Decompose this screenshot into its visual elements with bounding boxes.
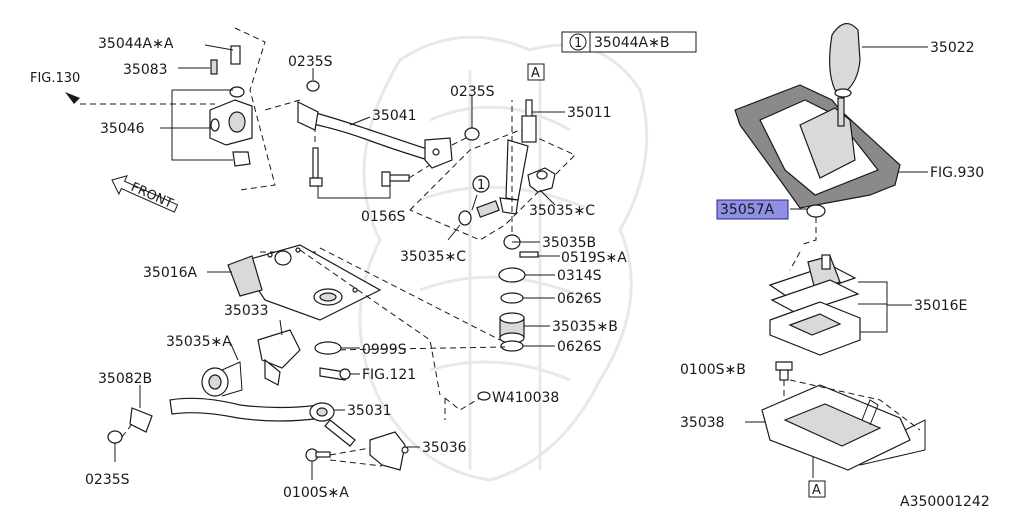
- label-0626s-bot[interactable]: 0626S: [557, 339, 602, 355]
- pin-35083: [210, 59, 218, 75]
- ref-box-a-bottom: [808, 480, 826, 498]
- ref-a-top-label: A: [531, 66, 540, 81]
- label-35038[interactable]: 35038: [680, 415, 725, 431]
- label-0999s[interactable]: 0999S: [362, 342, 407, 358]
- label-0156s[interactable]: 0156S: [361, 209, 406, 225]
- bracket-assembly: [65, 27, 276, 191]
- label-0626s-top[interactable]: 0626S: [557, 291, 602, 307]
- clip-w410038: [477, 391, 491, 401]
- label-35082b[interactable]: 35082B: [98, 371, 152, 387]
- label-0314s[interactable]: 0314S: [557, 268, 602, 284]
- label-0235s-bot[interactable]: 0235S: [85, 472, 130, 488]
- label-35046[interactable]: 35046: [100, 121, 145, 137]
- grommet-35057a: [806, 204, 826, 218]
- label-35044a-a[interactable]: 35044A∗A: [98, 36, 174, 52]
- label-0100s-a[interactable]: 0100S∗A: [283, 485, 349, 501]
- label-0519s-a[interactable]: 0519S∗A: [561, 250, 627, 266]
- housing-35016a: [239, 244, 382, 321]
- washer-0626s-bot: [500, 340, 524, 352]
- legend-box: [561, 31, 697, 53]
- label-35035a[interactable]: 35035∗A: [166, 334, 232, 350]
- label-35083[interactable]: 35083: [123, 62, 168, 78]
- label-35011[interactable]: 35011: [567, 105, 612, 121]
- front-label: FRONT: [128, 180, 175, 212]
- callout-circle-1: [472, 175, 490, 193]
- label-35016e[interactable]: 35016E: [914, 298, 967, 314]
- plate-35082b: [129, 407, 153, 433]
- washer-0999s: [314, 341, 342, 355]
- nut-0235s-bot: [107, 430, 123, 444]
- ring-0314s: [498, 267, 526, 283]
- label-35035c-left[interactable]: 35035∗C: [400, 249, 466, 265]
- label-35031[interactable]: 35031: [347, 403, 392, 419]
- label-35036[interactable]: 35036: [422, 440, 467, 456]
- pin-0519s: [519, 251, 539, 258]
- nut-0235s-top: [306, 80, 320, 92]
- rod-35031: [169, 397, 323, 422]
- bushing-35035c-left: [458, 210, 472, 226]
- legend-number: 1: [574, 36, 582, 51]
- front-arrow: [111, 174, 179, 213]
- console-shifter-assembly: [734, 23, 928, 478]
- highlight-35057a: [716, 199, 789, 220]
- label-35035-b[interactable]: 35035∗B: [552, 319, 618, 335]
- label-35035c-right[interactable]: 35035∗C: [529, 203, 595, 219]
- diagram-id: A350001242: [900, 494, 990, 510]
- pin-35044a: [230, 45, 241, 65]
- lever-35033: [257, 329, 301, 369]
- label-0235s-top[interactable]: 0235S: [288, 54, 333, 70]
- label-fig930[interactable]: FIG.930: [930, 165, 984, 181]
- label-fig130[interactable]: FIG.130: [30, 71, 80, 86]
- label-35022[interactable]: 35022: [930, 40, 975, 56]
- label-0235s-mid[interactable]: 0235S: [450, 84, 495, 100]
- shifter-housing-assembly: [107, 244, 506, 480]
- label-w410038[interactable]: W410038: [492, 390, 559, 406]
- nut-0235s-mid: [464, 127, 480, 141]
- shift-rod-35041: [264, 68, 480, 199]
- label-35035b[interactable]: 35035B: [542, 235, 596, 251]
- label-35057a[interactable]: 35057A: [720, 202, 775, 218]
- bracket-35036: [369, 431, 406, 471]
- label-35033[interactable]: 35033: [224, 303, 269, 319]
- callout-1-label: 1: [477, 178, 485, 193]
- label-fig121[interactable]: FIG.121: [362, 367, 416, 383]
- label-35016a[interactable]: 35016A: [143, 265, 198, 281]
- knob-35022: [829, 23, 861, 93]
- shift-shaft-assembly: [409, 99, 576, 352]
- ref-a-bottom-label: A: [812, 483, 821, 498]
- label-0100s-b[interactable]: 0100S∗B: [680, 362, 746, 378]
- bushing-35035c-right: [527, 167, 556, 193]
- ref-box-a-top: [527, 63, 545, 81]
- legend-part-label[interactable]: 35044A∗B: [594, 35, 669, 51]
- label-35041[interactable]: 35041: [372, 108, 417, 124]
- washer-0626s-top: [500, 292, 524, 304]
